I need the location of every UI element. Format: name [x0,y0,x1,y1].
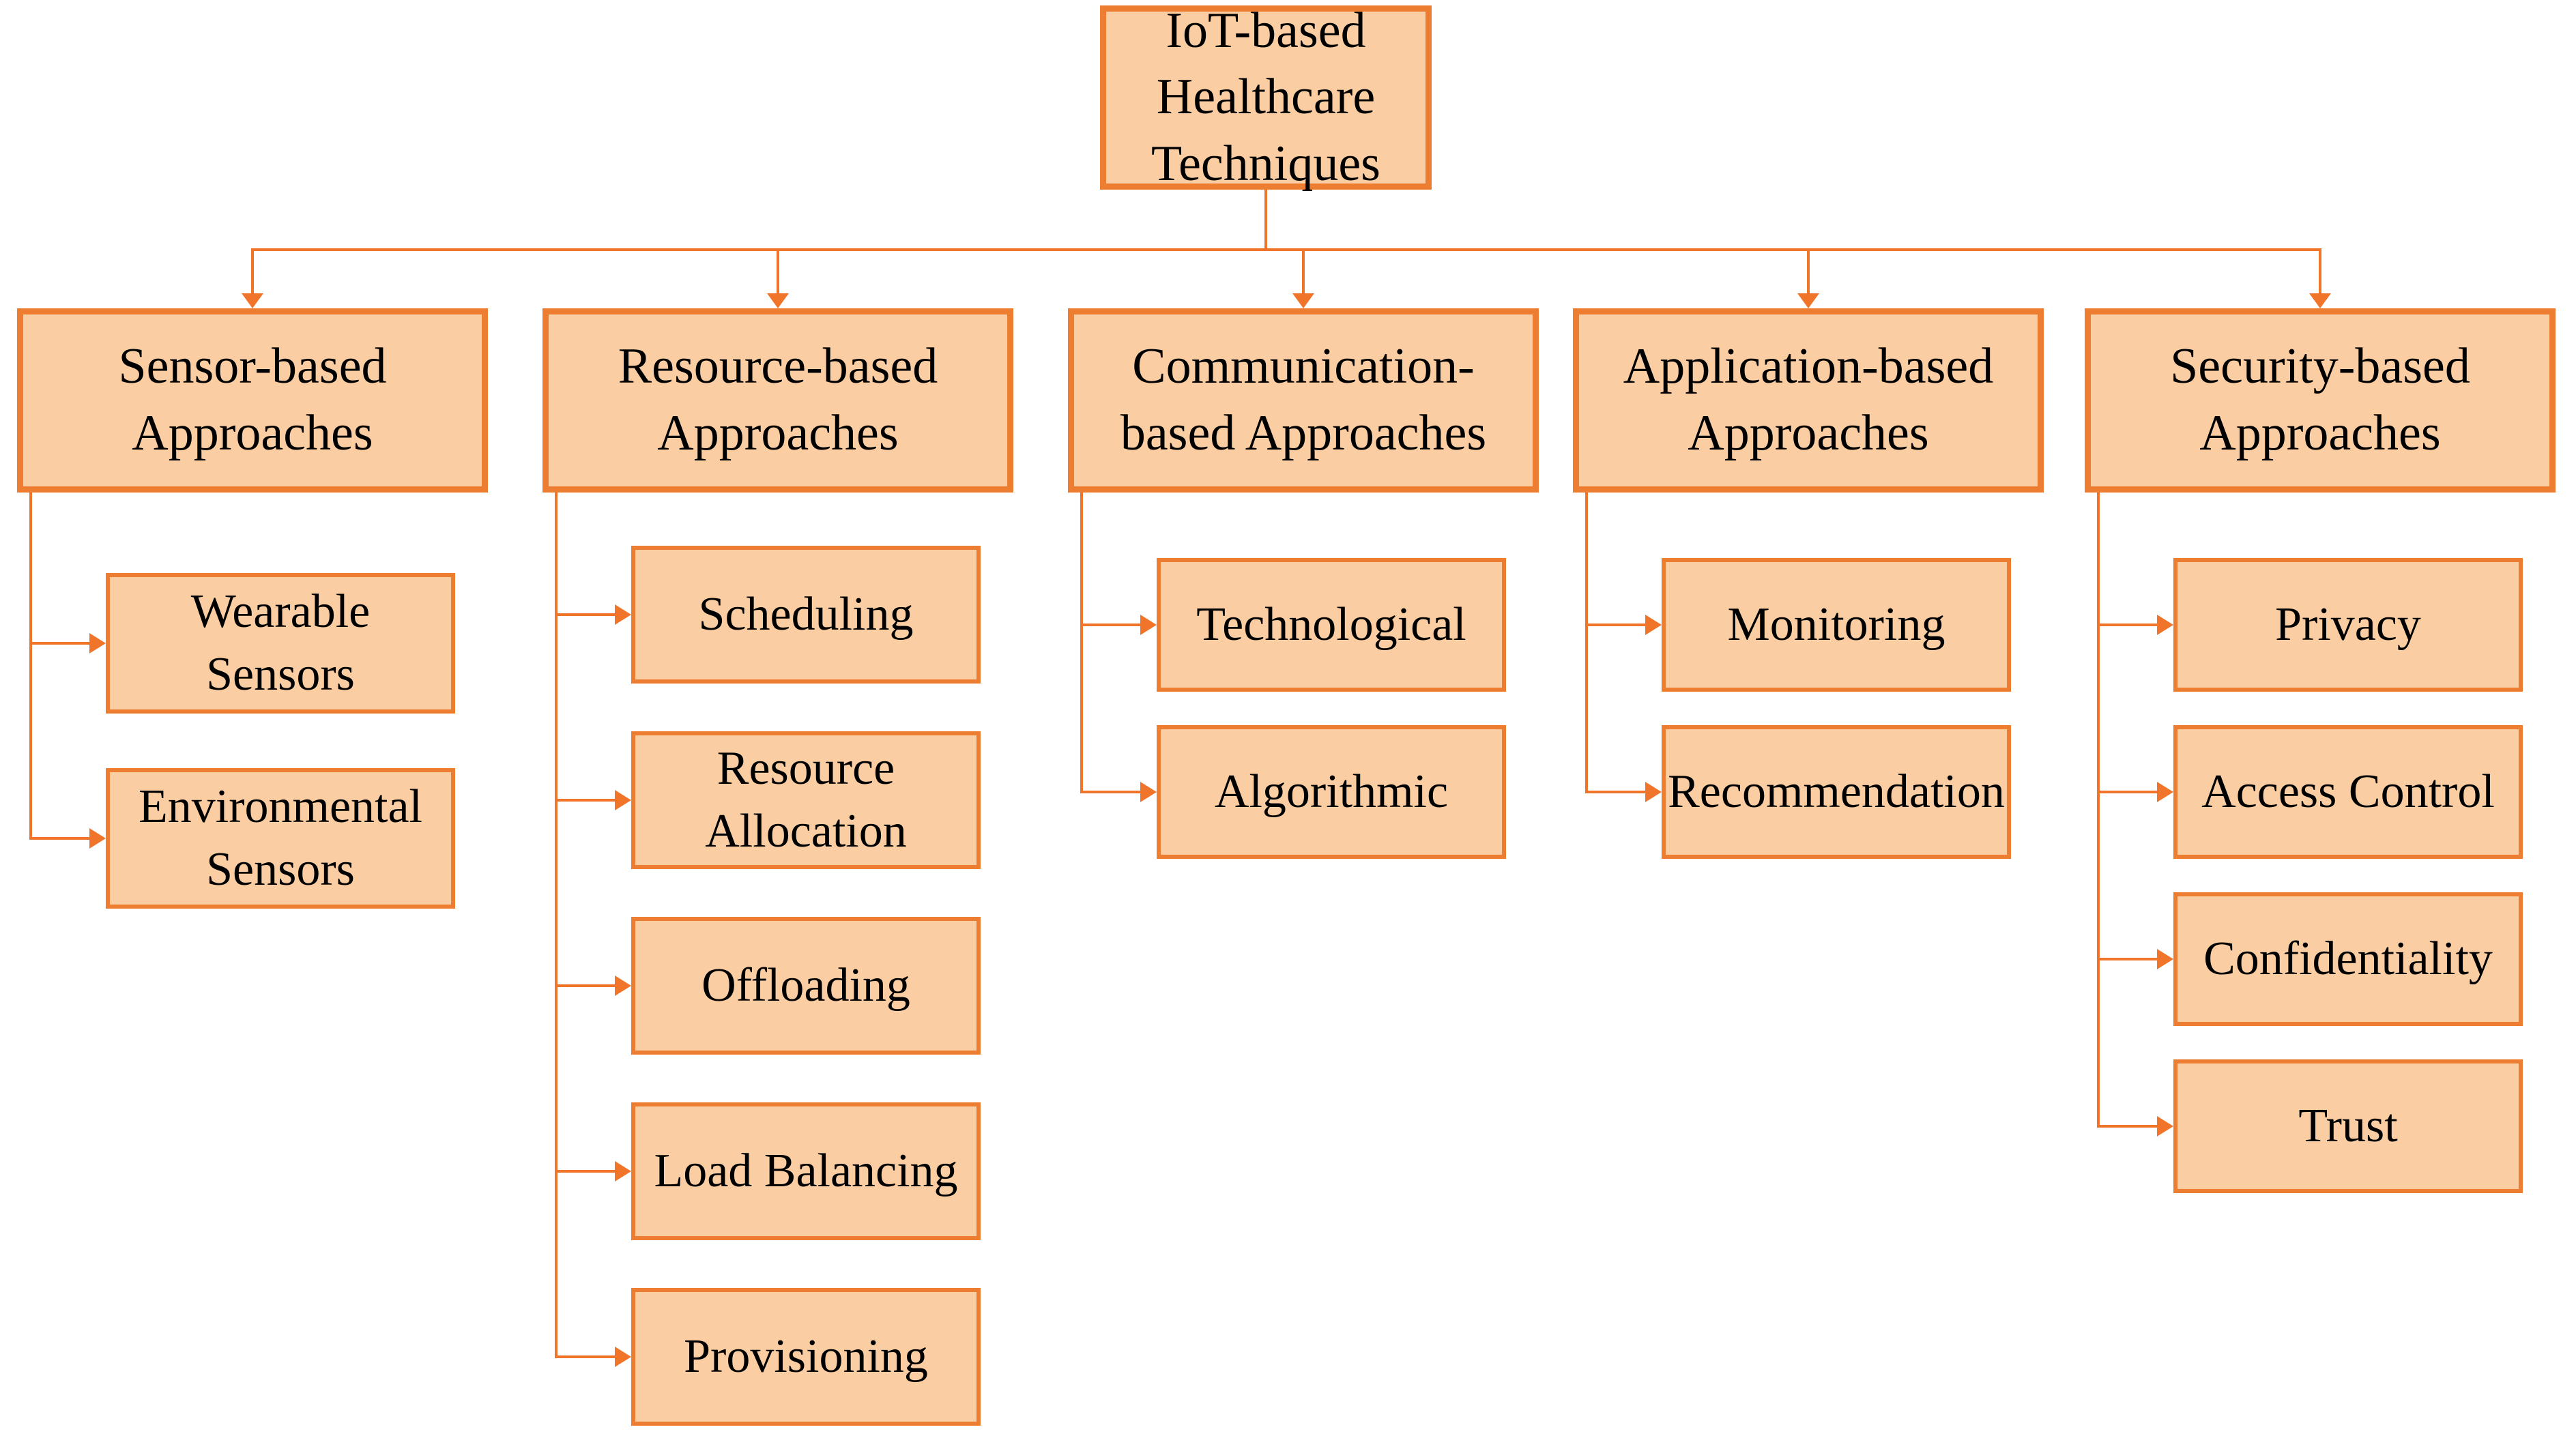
branch-drop-line [1807,248,1810,293]
arrow-down-icon [767,293,789,308]
child-box-4-1: Monitoring [1662,558,2011,692]
arrow-right-icon [615,1161,631,1182]
child-elbow-line [1080,493,1083,793]
child-connector-line [1080,791,1140,793]
child-connector-line [555,1170,615,1173]
branch-drop-line [2319,248,2321,293]
child-elbow-line [2097,493,2100,1128]
child-connector-line [2097,1125,2157,1128]
child-box-5-3: Confidentiality [2173,892,2523,1026]
child-connector-line [1585,623,1645,626]
arrow-down-icon [1797,293,1819,308]
arrow-right-icon [1645,782,1662,802]
child-connector-line [2097,958,2157,960]
arrow-right-icon [1140,615,1157,635]
arrow-down-icon [1292,293,1314,308]
child-box-2-4: Load Balancing [631,1102,981,1240]
arrow-right-icon [2157,1116,2173,1136]
child-connector-line [555,613,615,616]
child-connector-line [2097,623,2157,626]
arrow-right-icon [2157,615,2173,635]
child-box-2-2: Resource Allocation [631,731,981,869]
child-box-2-3: Offloading [631,917,981,1055]
child-box-3-2: Algorithmic [1157,725,1506,859]
child-connector-line [555,799,615,802]
child-connector-line [2097,791,2157,793]
child-elbow-line [1585,493,1588,793]
child-box-4-2: Recommendation [1662,725,2011,859]
child-connector-line [1080,623,1140,626]
child-box-1-1: Wearable Sensors [106,573,455,714]
branch-drop-line [251,248,254,293]
child-connector-line [1585,791,1645,793]
child-box-3-1: Technological [1157,558,1506,692]
root-connector-stem [1264,190,1267,251]
arrow-right-icon [89,828,106,849]
child-box-2-1: Scheduling [631,546,981,684]
arrow-right-icon [615,604,631,625]
arrow-right-icon [1140,782,1157,802]
root-box: IoT-based Healthcare Techniques [1100,3,1432,192]
branch-box-3: Communication- based Approaches [1068,308,1539,493]
branch-bus-line [251,248,2321,251]
child-box-5-1: Privacy [2173,558,2523,692]
child-box-1-2: Environmental Sensors [106,768,455,909]
child-box-5-2: Access Control [2173,725,2523,859]
arrow-right-icon [615,1347,631,1367]
branch-box-1: Sensor-based Approaches [17,308,488,493]
arrow-down-icon [242,293,263,308]
child-elbow-line [555,493,558,1358]
arrow-right-icon [2157,782,2173,802]
arrow-right-icon [615,975,631,996]
arrow-right-icon [615,790,631,810]
arrow-right-icon [2157,949,2173,969]
arrow-right-icon [1645,615,1662,635]
child-connector-line [555,1355,615,1358]
branch-box-5: Security-based Approaches [2085,308,2556,493]
child-box-5-4: Trust [2173,1059,2523,1193]
arrow-right-icon [89,633,106,654]
child-connector-line [555,984,615,987]
branch-box-4: Application-based Approaches [1573,308,2044,493]
child-elbow-line [29,493,32,840]
arrow-down-icon [2309,293,2331,308]
child-connector-line [29,642,89,645]
branch-drop-line [777,248,779,293]
branch-drop-line [1302,248,1305,293]
child-box-2-5: Provisioning [631,1288,981,1426]
child-connector-line [29,837,89,840]
branch-box-2: Resource-based Approaches [542,308,1013,493]
